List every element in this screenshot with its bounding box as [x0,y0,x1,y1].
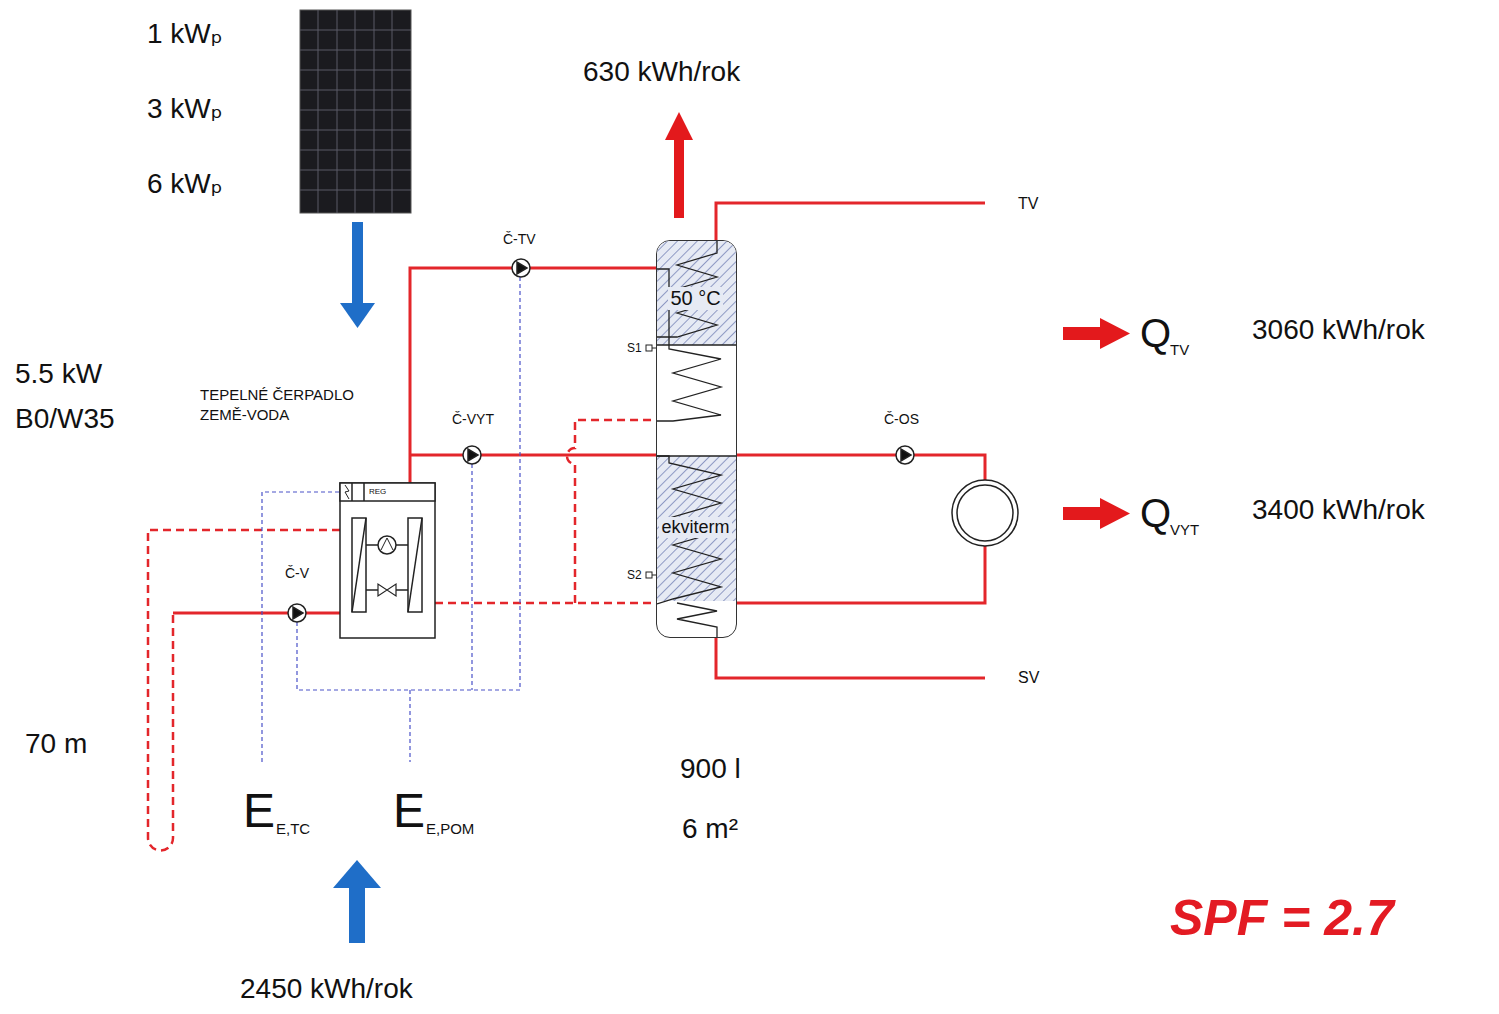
quantity-subscript: VYT [1170,522,1199,537]
quantity-symbol: E [393,787,425,835]
storage-tank: 50 °C ekviterm [656,240,737,638]
heat-loss-value: 630 kWh/rok [583,58,740,86]
pipe-name: TV [1018,196,1038,212]
pipe-supply [173,203,985,678]
sensor-name: S2 [627,569,642,581]
energy-value: 3400 kWh/rok [1252,496,1425,524]
quantity-symbol: Q [1140,493,1171,533]
quantity-subscript: TV [1170,342,1189,357]
heat-pump-power: 5.5 kW [15,360,102,388]
radiator-symbol [952,480,1018,546]
pump-name: Č-OS [884,412,919,426]
quantity-subscript: E,POM [426,821,474,836]
pump-name: Č-TV [503,232,536,246]
control-wire [262,277,520,762]
borehole-depth: 70 m [25,730,87,758]
pipe-return [148,420,656,851]
pv-power: 1 kWₚ [147,20,223,48]
energy-value: 2450 kWh/rok [240,975,413,1003]
heat-pump-title: TEPELNÉ ČERPADLO ZEMĚ-VODA [200,385,380,424]
energy-value: 3060 kWh/rok [1252,316,1425,344]
heat-pump-rating: B0/W35 [15,405,115,433]
sensor-name: S1 [627,342,642,354]
pump-name: Č-VYT [452,412,494,426]
tank-control-mode: ekviterm [659,517,731,538]
quantity-symbol: E [243,787,275,835]
pv-power: 6 kWₚ [147,170,223,198]
circulation-pump [288,259,914,622]
quantity-subscript: E,TC [276,821,310,836]
quantity-symbol: Q [1140,313,1171,353]
pv-panel [300,10,411,213]
temperature-sensor [646,345,656,578]
tank-volume: 900 l [680,755,741,783]
pipe-name: SV [1018,670,1039,686]
exchanger-area: 6 m² [682,815,738,843]
controller-label: REG [369,488,386,496]
spf-result: SPF = 2.7 [1170,893,1394,943]
pv-power: 3 kWₚ [147,95,223,123]
tank-temperature: 50 °C [668,287,722,310]
heat-pump-unit [340,483,435,638]
pump-name: Č-V [285,566,309,580]
